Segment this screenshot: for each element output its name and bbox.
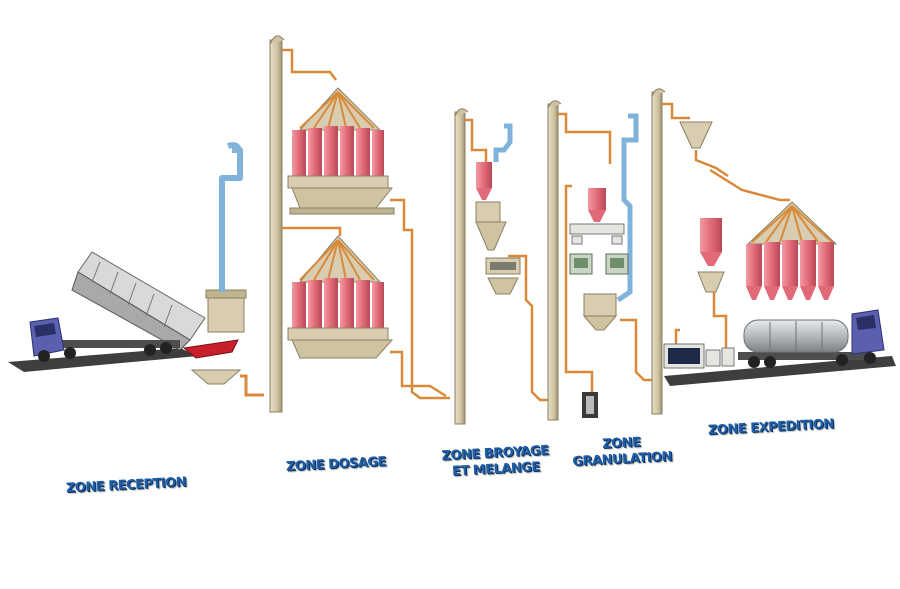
expedition-elevator-tower — [651, 91, 663, 415]
silo-group-expedition — [746, 201, 838, 300]
pellet-cooler — [583, 293, 617, 317]
silo — [340, 126, 354, 176]
tipper-trailer-side — [71, 271, 191, 351]
reception-conveyor — [240, 374, 264, 397]
tanker-wheel — [748, 356, 760, 368]
expedition-buffer-bin — [700, 218, 722, 252]
cooler-aspiration-pipe — [616, 113, 639, 303]
granulation-elevator-tower — [547, 103, 559, 421]
silo — [356, 280, 370, 328]
tanker-wheel — [864, 352, 876, 364]
truck-wheel — [160, 342, 172, 354]
screen-hopper — [679, 121, 713, 149]
silo — [308, 280, 322, 328]
silo-group-upper — [287, 87, 395, 215]
zone-broyage-label: ZONE BROYAGE ET MELANGE — [441, 443, 550, 481]
receiving-hopper-housing — [207, 295, 245, 333]
silo — [324, 126, 338, 176]
grinding-elevator-tower — [454, 111, 466, 425]
silo — [324, 278, 338, 328]
tanker-wheel — [764, 356, 776, 368]
tanker-wheel — [836, 354, 848, 366]
silo — [764, 242, 780, 286]
silo — [308, 128, 322, 176]
truck-cab — [29, 317, 65, 357]
zone-granulation-label: ZONE GRANULATION — [571, 433, 672, 470]
truck-wheel — [64, 347, 76, 359]
silo — [372, 130, 384, 176]
reception-lower-hopper — [190, 369, 242, 385]
grinding-mixing-zone — [454, 108, 548, 425]
silo — [818, 242, 834, 286]
silo — [372, 282, 384, 328]
grinder — [475, 201, 501, 223]
dosage-elevator-tower — [269, 39, 283, 413]
reception-zone — [8, 142, 264, 397]
silo — [292, 130, 306, 176]
press-feed-bin — [588, 188, 606, 210]
truck-wheel — [144, 344, 156, 356]
silo — [340, 278, 354, 328]
receiving-hopper-top — [205, 289, 247, 299]
expedition-zone — [651, 88, 896, 415]
dust-pipe — [219, 147, 243, 292]
silo — [292, 282, 306, 328]
tanker-chassis — [738, 352, 868, 360]
silo — [746, 244, 762, 286]
silo — [782, 240, 798, 286]
aspiration-pipe — [493, 123, 513, 162]
dosage-zone — [269, 35, 450, 413]
receiving-hopper — [182, 339, 239, 359]
truck-cab-window — [34, 323, 56, 337]
truck-wheel — [38, 350, 50, 362]
granulation-zone — [547, 100, 652, 421]
truck-chassis — [40, 340, 180, 348]
silo-group-lower — [287, 235, 394, 359]
grinder-feed-bin — [476, 162, 492, 188]
silo — [356, 128, 370, 176]
silo — [800, 240, 816, 286]
